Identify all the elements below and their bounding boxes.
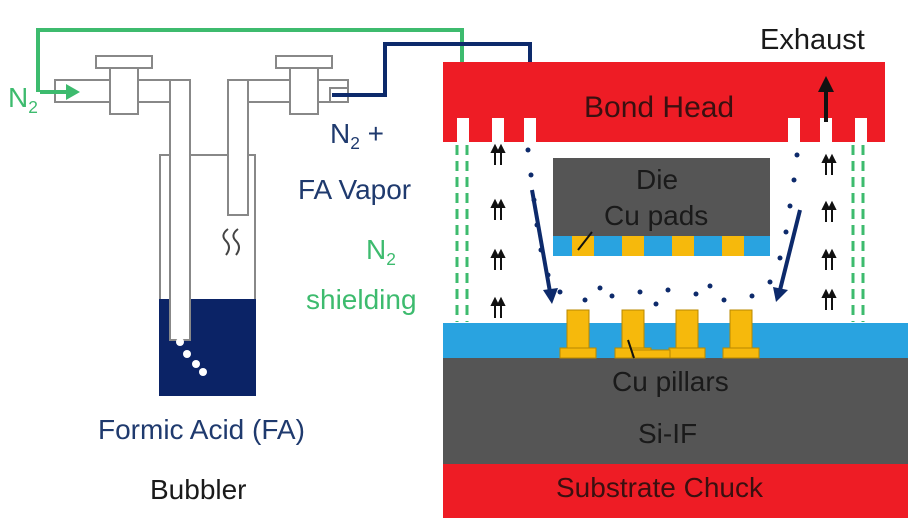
cu-pads-pointer bbox=[577, 231, 593, 251]
bubbler-apparatus bbox=[54, 55, 349, 396]
bond-head bbox=[443, 62, 885, 162]
n2-shield-text: N bbox=[366, 234, 387, 265]
si-if-block bbox=[443, 358, 908, 466]
fa-vapor-label: FA Vapor bbox=[298, 176, 411, 204]
nozzle-slot bbox=[855, 118, 867, 142]
bond-head-text: Bond Head bbox=[584, 91, 735, 124]
bubbler-label: Bubbler bbox=[150, 476, 247, 504]
bond-head-label: Bond Head bbox=[584, 93, 734, 123]
fa-flow-arrowhead-right-icon bbox=[773, 287, 788, 302]
fa-flow-arrow-left bbox=[530, 189, 552, 293]
cu-pillars-pointer bbox=[627, 339, 635, 359]
exhaust-text: Exhaust bbox=[760, 24, 865, 56]
outlet-tube bbox=[227, 79, 249, 216]
n2-plus-text: N bbox=[330, 118, 351, 149]
die-text: Die bbox=[636, 164, 679, 195]
nozzle-slot bbox=[820, 118, 832, 142]
nozzle-slot bbox=[457, 118, 469, 142]
bubbler-text: Bubbler bbox=[150, 474, 247, 505]
exhaust-label: Exhaust bbox=[760, 26, 865, 55]
si-if-label: Si-IF bbox=[638, 420, 697, 448]
dip-tube bbox=[169, 79, 191, 341]
fa-flow-arrowhead-left-icon bbox=[543, 288, 558, 304]
si-if-text: Si-IF bbox=[638, 418, 698, 449]
die-label: Die bbox=[636, 166, 678, 194]
fa-vapor-text: FA Vapor bbox=[298, 174, 412, 205]
substrate-chuck-label: Substrate Chuck bbox=[556, 474, 763, 502]
die-block bbox=[553, 158, 770, 238]
n2-plus-label: N2 + bbox=[330, 120, 384, 152]
shielding-text: shielding bbox=[306, 284, 417, 315]
fa-flow-arrow-right bbox=[778, 209, 802, 291]
nozzle-slot bbox=[492, 118, 504, 142]
n2-inlet-label: N2 bbox=[8, 84, 38, 116]
n2-inlet-text: N bbox=[8, 82, 29, 113]
bond-head-block bbox=[443, 62, 885, 142]
inlet-valve-handle bbox=[95, 55, 153, 69]
vapor-squiggle-icon bbox=[222, 228, 240, 256]
cu-pads-text: Cu pads bbox=[604, 200, 709, 231]
substrate-chuck-block bbox=[443, 464, 908, 518]
nozzle-slot bbox=[524, 118, 536, 142]
nozzle-slot bbox=[788, 118, 800, 142]
n2-shield-sub: 2 bbox=[386, 249, 396, 270]
inlet-valve-body bbox=[109, 65, 139, 115]
n2-inlet-arrowhead-icon bbox=[66, 84, 80, 100]
formic-acid-text: Formic Acid (FA) bbox=[98, 414, 305, 445]
formic-acid-label: Formic Acid (FA) bbox=[98, 416, 305, 444]
n2-plus-suffix: + bbox=[359, 118, 385, 149]
cu-pillars-label: Cu pillars bbox=[612, 368, 729, 396]
die-pad-layer bbox=[553, 236, 770, 256]
outlet-valve-handle bbox=[275, 55, 333, 69]
cu-pads bbox=[572, 236, 744, 256]
exhaust-arrowhead-icon bbox=[818, 76, 834, 92]
outlet-valve-body bbox=[289, 65, 319, 115]
substrate-chuck-text: Substrate Chuck bbox=[556, 472, 763, 503]
cu-pads-label: Cu pads bbox=[604, 202, 708, 230]
fa-vapor-dots bbox=[525, 147, 800, 307]
n2-shielding-streams bbox=[455, 145, 865, 322]
bubbles bbox=[176, 338, 207, 376]
shielding-label: shielding bbox=[306, 286, 417, 314]
head-cavity bbox=[540, 142, 780, 162]
cu-pillars-text: Cu pillars bbox=[612, 366, 729, 397]
upflow-arrows bbox=[490, 143, 837, 318]
n2-shield-label: N2 bbox=[366, 236, 396, 268]
n2-inlet-sub: 2 bbox=[28, 97, 38, 118]
n2-plus-sub: 2 bbox=[350, 133, 360, 154]
